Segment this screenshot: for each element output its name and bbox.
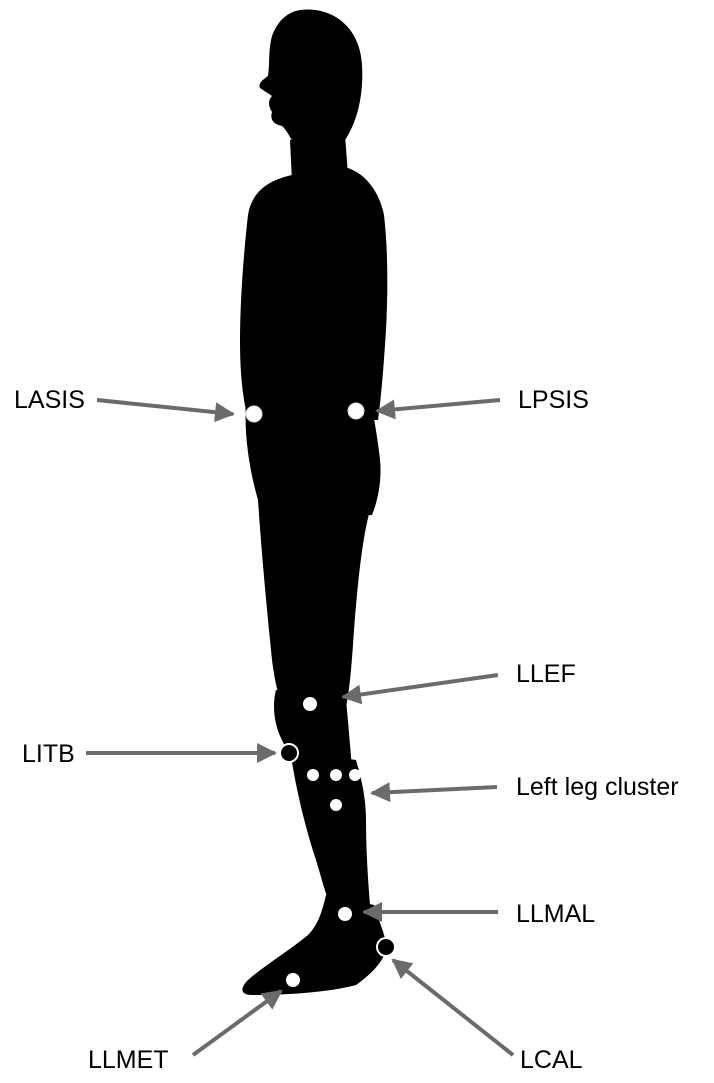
label-lpsis: LPSIS	[518, 386, 589, 414]
label-llef: LLEF	[516, 660, 576, 688]
label-lasis: LASIS	[14, 386, 85, 414]
label-left-leg-cluster: Left leg cluster	[516, 773, 679, 801]
marker-litb-dot	[280, 744, 298, 762]
marker-cluster-dot-1	[307, 769, 319, 781]
marker-lpsis-dot	[348, 403, 364, 419]
marker-llmal-dot	[338, 907, 352, 921]
label-lcal: LCAL	[520, 1046, 583, 1074]
marker-cluster-dot-3	[349, 769, 361, 781]
label-llmet: LLMET	[88, 1046, 169, 1074]
marker-lasis-dot	[246, 406, 262, 422]
marker-lcal-dot	[377, 938, 395, 956]
marker-llmet-dot	[286, 973, 300, 987]
label-litb: LITB	[22, 740, 75, 768]
marker-cluster-dot-4	[330, 799, 342, 811]
marker-cluster-dot-2	[330, 769, 342, 781]
label-llmal: LLMAL	[516, 900, 595, 928]
torso	[240, 168, 387, 420]
marker-llef-dot	[303, 697, 317, 711]
